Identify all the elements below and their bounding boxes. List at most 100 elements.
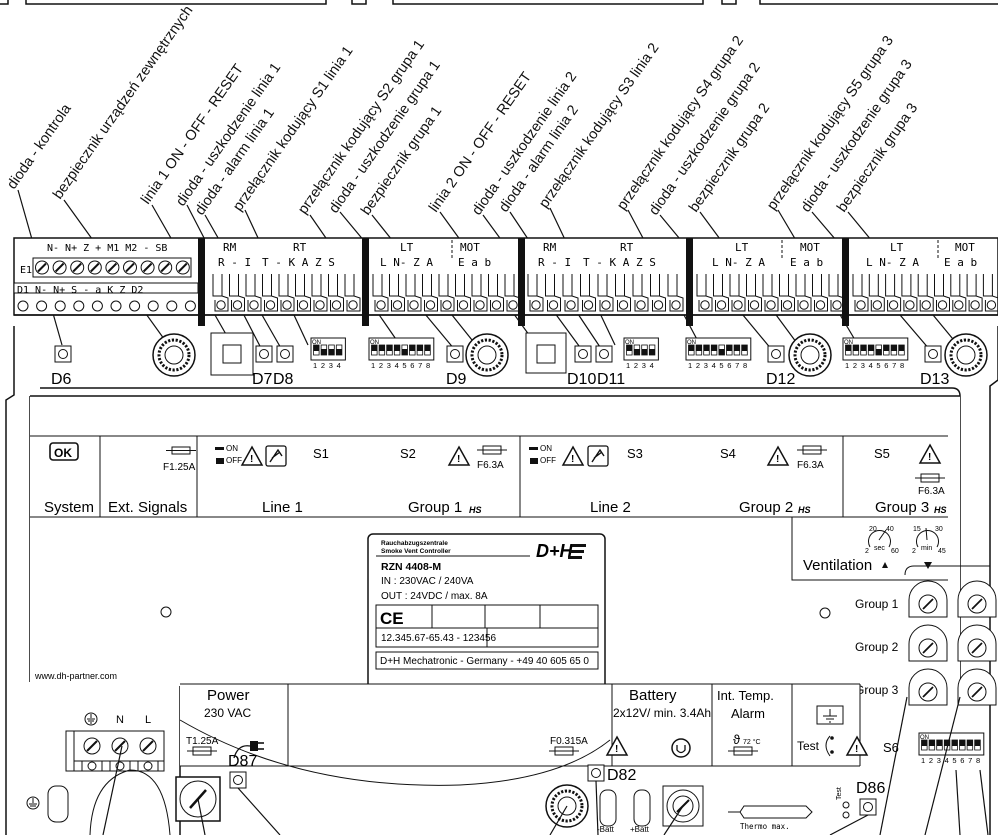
group-potentiometer[interactable]	[908, 668, 948, 706]
ok-indicator: OK	[49, 442, 79, 461]
fuse-holder-battery[interactable]	[545, 784, 589, 828]
terminal-screw	[158, 260, 173, 275]
ventilation-section: 20 40 2 60 sec 15 30 2 45 min Ventilatio…	[791, 517, 948, 581]
label-group1: Group 1	[408, 499, 462, 516]
terminal-screw	[175, 260, 190, 275]
led-d87: D87	[228, 753, 257, 789]
svg-text:D8: D8	[273, 371, 294, 388]
spring-clamp	[328, 274, 344, 312]
dip-switch-s3[interactable]: ON1 2 3 4	[623, 337, 659, 370]
fuse-holder-group2[interactable]	[788, 333, 832, 377]
group-potentiometer[interactable]	[908, 580, 948, 618]
s4-label: S4	[720, 446, 736, 461]
svg-text:F0.315A: F0.315A	[550, 736, 588, 747]
svg-text:ON: ON	[625, 340, 634, 346]
fuse-holder-group1[interactable]	[465, 333, 509, 377]
spring-clamp	[471, 274, 488, 312]
group-potentiometer[interactable]	[957, 580, 997, 618]
led-d11: D11	[595, 345, 625, 388]
line1-reset-button[interactable]	[210, 332, 254, 376]
triangle-up-icon	[882, 562, 888, 568]
spring-clamp	[812, 274, 828, 312]
spring-clamp	[262, 274, 278, 312]
svg-text:OUT : 24VDC / max. 8A: OUT : 24VDC / max. 8A	[381, 591, 488, 602]
rm2-pins: R - I	[538, 256, 571, 269]
spring-clamp	[597, 274, 614, 312]
test-pins[interactable]: Test	[836, 787, 850, 819]
svg-text:1 2 3 4: 1 2 3 4	[313, 361, 342, 370]
dip-switch-s4[interactable]: ON1 2 3 4 5 6 7 8	[685, 337, 752, 370]
terminal-screw	[70, 260, 85, 275]
warning-icon-group1	[447, 445, 471, 466]
spring-clamp	[438, 274, 455, 312]
mains-screw	[109, 737, 131, 772]
warning-icon-test	[845, 735, 869, 756]
e1-top-pins: N- N+ Z + M1 M2 - SB	[47, 243, 167, 254]
svg-text:ON: ON	[370, 340, 379, 346]
terminal-screw	[35, 260, 49, 275]
mot3-pins: E a b	[944, 256, 977, 269]
svg-text:D13: D13	[920, 371, 949, 388]
spring-clamp	[762, 274, 779, 312]
lt2-pins: L N- Z A	[712, 256, 765, 269]
bottom-section: Power 230 VAC T1.25A Battery 2x12V/ min.…	[180, 683, 985, 784]
spring-clamp	[545, 274, 561, 312]
label-system: System	[44, 499, 94, 516]
fuse-holder-external[interactable]	[152, 333, 196, 377]
dip-switch-s5[interactable]: ON1 2 3 4 5 6 7 8	[842, 337, 909, 370]
rt2-pins: T - K A Z S	[583, 256, 656, 269]
svg-text:D+H Mechatronic - Germany - +4: D+H Mechatronic - Germany - +49 40 605 6…	[380, 656, 589, 667]
led-d86: D86	[856, 780, 885, 816]
ventilation-min-dial[interactable]: 15 30 2 45 min	[912, 526, 946, 555]
terminal-hole	[73, 300, 85, 312]
mot2-label: MOT	[800, 241, 820, 254]
spring-clamp	[278, 274, 295, 312]
svg-text:!: !	[571, 454, 574, 465]
mot1-label: MOT	[460, 241, 480, 254]
group-potentiometer[interactable]	[957, 624, 997, 662]
svg-text:Rauchabzugszentrale: Rauchabzugszentrale	[381, 540, 448, 547]
group-potentiometers: Group 1 Group 2 Group 3	[855, 565, 997, 706]
dip-switch-s2[interactable]: ON 1 2 3 4 5 6 7 8	[368, 337, 435, 370]
spring-clamp	[311, 274, 328, 312]
s1-label: S1	[313, 446, 329, 461]
spring-clamp	[795, 274, 812, 312]
ground-symbol-icon	[84, 712, 98, 726]
terminal-hole	[36, 300, 48, 312]
thermo-label: Thermo max.	[740, 822, 790, 831]
warning-icon-group3	[918, 443, 942, 464]
line2-reset-button[interactable]	[525, 332, 567, 374]
svg-text:F6.3A: F6.3A	[477, 460, 504, 471]
callout-6: przełącznik kodujący S2 grupa 1	[295, 37, 428, 217]
svg-text:D87: D87	[228, 753, 257, 770]
terminal-screw	[105, 260, 120, 275]
smoke-detector-icon-line1	[265, 445, 287, 467]
mains-screw	[137, 737, 159, 772]
svg-text:D7: D7	[252, 371, 273, 388]
spring-clamp	[650, 274, 666, 312]
test-label: Test	[797, 739, 820, 753]
svg-text:30: 30	[935, 526, 943, 533]
battery-spec: 2x12V/ min. 3.4Ah	[613, 706, 711, 720]
dip-switch-s1[interactable]: ON1 2 3 4	[310, 337, 346, 370]
dip-switch-s6[interactable]: ON1 2 3 4 5 6 7 8	[918, 732, 985, 765]
ventilation-sec-dial[interactable]: 20 40 2 60 sec	[865, 526, 899, 555]
svg-text:Smoke Vent Controller: Smoke Vent Controller	[381, 548, 451, 555]
group-potentiometer[interactable]	[957, 668, 997, 706]
spring-clamp	[729, 274, 746, 312]
svg-text:!: !	[250, 454, 253, 465]
fuse-holder-group3[interactable]	[944, 333, 988, 377]
spring-clamp	[455, 274, 471, 312]
spring-clamp	[295, 274, 311, 312]
battery-test-icon	[671, 738, 691, 758]
fuse-icon-temp	[728, 746, 758, 756]
spring-clamp	[966, 274, 983, 312]
bottom-leaders	[102, 696, 989, 836]
svg-text:!: !	[615, 744, 618, 755]
battery-title: Battery	[629, 687, 677, 704]
group-potentiometer[interactable]	[908, 624, 948, 662]
on-off-indicator-line2: ON OFF	[529, 444, 556, 465]
svg-text:1 2 3 4 5 6 7 8: 1 2 3 4 5 6 7 8	[371, 361, 431, 370]
svg-text:45: 45	[938, 548, 946, 555]
